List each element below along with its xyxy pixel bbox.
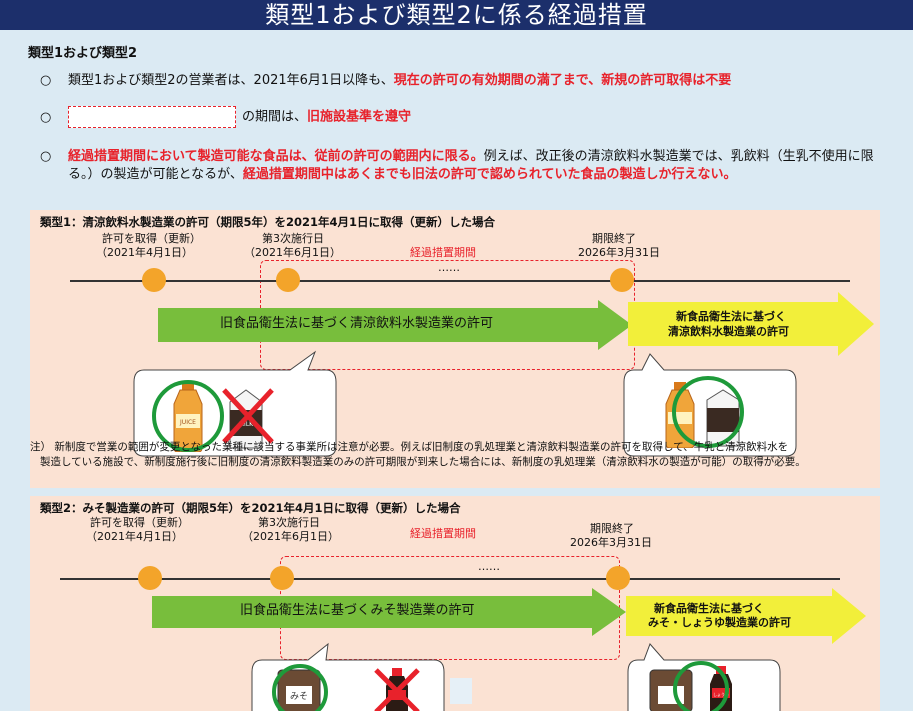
cross-mark-icon [222, 388, 274, 444]
new-permit-arrow-2 [626, 588, 866, 644]
label-third-enforcement: 第3次施行日 [262, 232, 324, 245]
timeline-dot-end [610, 268, 634, 292]
cross-mark-icon-2 [374, 668, 420, 711]
bullet-3-highlight-2: 経過措置期間中はあくまでも旧法の許可で認められていた食品の製造しか行えない。 [242, 167, 737, 182]
new-permit-label-2: 清涼飲料水製造業の許可 [668, 325, 789, 338]
timeline-ellipsis-2: …… [478, 560, 500, 573]
timeline-dot-start [142, 268, 166, 292]
label-third-enforcement-2: 第3次施行日 [258, 516, 320, 529]
new-permit-label-2a: 新食品衛生法に基づく [654, 602, 764, 615]
bullet-mark: ○ [40, 73, 52, 88]
green-circle-icon [152, 380, 224, 452]
note-line-2: 製造している施設で、新制度施行後に旧制度の清涼飲料製造業のみの許可期限が到来した… [40, 456, 806, 468]
label-third-date: （2021年6月1日） [244, 246, 341, 259]
bullet-1-text: 類型1および類型2の営業者は、2021年6月1日以降も、 [68, 73, 394, 88]
timeline-line [70, 280, 850, 282]
timeline-ellipsis: …… [438, 261, 460, 274]
juice-label: JUICE [179, 419, 196, 426]
bullet-mark: ○ [40, 110, 52, 125]
page-header: 類型1および類型2に係る経過措置 [0, 0, 913, 30]
timeline-dot-third-2 [270, 566, 294, 590]
panel-type1: 類型1：清涼飲料水製造業の許可（期限5年）を2021年4月1日に取得（更新）した… [30, 210, 880, 488]
label-expiry: 期限終了 [592, 232, 636, 245]
label-get-date: （2021年4月1日） [96, 246, 193, 259]
section-title: 類型1および類型2 [28, 46, 138, 61]
soy-label: しょうゆ [713, 691, 729, 697]
content-area: 類型1および類型2 ○ 類型1および類型2の営業者は、2021年6月1日以降も、… [0, 30, 913, 711]
label-third-date-2: （2021年6月1日） [242, 530, 339, 543]
label-get-permit: 許可を取得（更新） [102, 232, 201, 245]
green-circle-icon-2 [672, 376, 744, 448]
label-get-date-2: （2021年4月1日） [86, 530, 183, 543]
bullet-2-highlight: 旧施設基準を遵守 [307, 109, 412, 125]
green-circle-icon-3 [272, 664, 328, 711]
miso-label: みそ [290, 691, 308, 702]
panel-type2: 類型2：みそ製造業の許可（期限5年）を2021年4月1日に取得（更新）した場合 … [30, 496, 880, 711]
blank-fill-box [68, 106, 236, 128]
label-transition-period-2: 経過措置期間 [410, 527, 476, 540]
timeline-line-2 [60, 578, 840, 580]
new-permit-label-2b: みそ・しょうゆ製造業の許可 [648, 616, 791, 629]
label-expiry-date: 2026年3月31日 [578, 246, 660, 259]
timeline-dot-third [276, 268, 300, 292]
milk-label: MILK [239, 421, 254, 428]
label-expiry-date-2: 2026年3月31日 [570, 536, 652, 549]
old-permit-label-2: 旧食品衛生法に基づくみそ製造業の許可 [240, 603, 475, 618]
bullet-2-text: の期間は、 [242, 109, 308, 125]
milk-carton-icon-2 [706, 389, 740, 447]
old-permit-arrow [158, 300, 632, 350]
label-transition-period: 経過措置期間 [410, 246, 476, 259]
green-circle-icon-4 [673, 661, 729, 711]
bullet-1: ○ 類型1および類型2の営業者は、2021年6月1日以降も、現在の許可の有効期間… [40, 72, 900, 92]
label-expiry-2: 期限終了 [590, 522, 634, 535]
label-get-permit-2: 許可を取得（更新） [90, 516, 189, 529]
panel-type1-title: 類型1：清涼飲料水製造業の許可（期限5年）を2021年4月1日に取得（更新）した… [40, 215, 496, 229]
panel-type2-title: 類型2：みそ製造業の許可（期限5年）を2021年4月1日に取得（更新）した場合 [40, 501, 461, 515]
bullet-3-text: 例えば、改正後の清涼飲料水製造業では、乳飲料（生乳不使用に限る。）の製造が可能と… [68, 149, 874, 182]
bullet-3: ○ 経過措置期間において製造可能な食品は、従前の許可の範囲内に限る。例えば、改正… [40, 148, 900, 204]
new-permit-arrow [628, 292, 874, 356]
old-permit-label: 旧食品衛生法に基づく清涼飲料水製造業の許可 [220, 316, 494, 331]
note-block: 注） 新制度で営業の範囲が変更となった業種に該当する事業所は注意が必要。例えば旧… [30, 440, 880, 470]
bullet-2: ○ の期間は、旧施設基準を遵守 [40, 106, 900, 130]
bullet-3-highlight-1: 経過措置期間において製造可能な食品は、従前の許可の範囲内に限る。 [68, 149, 484, 164]
note-line-1: 注） 新制度で営業の範囲が変更となった業種に該当する事業所は注意が必要。例えば旧… [30, 441, 789, 453]
timeline-dot-end-2 [606, 566, 630, 590]
new-permit-label-1: 新食品衛生法に基づく [676, 310, 786, 323]
miso-box-icon: みそ [277, 669, 321, 711]
bullet-mark: ○ [40, 149, 52, 164]
page-footer-mark [450, 678, 472, 704]
bullet-1-highlight: 現在の許可の有効期間の満了まで、新規の許可取得は不要 [393, 73, 732, 88]
old-permit-arrow-2 [152, 588, 626, 636]
page-title: 類型1および類型2に係る経過措置 [265, 1, 648, 29]
timeline-dot-start-2 [138, 566, 162, 590]
